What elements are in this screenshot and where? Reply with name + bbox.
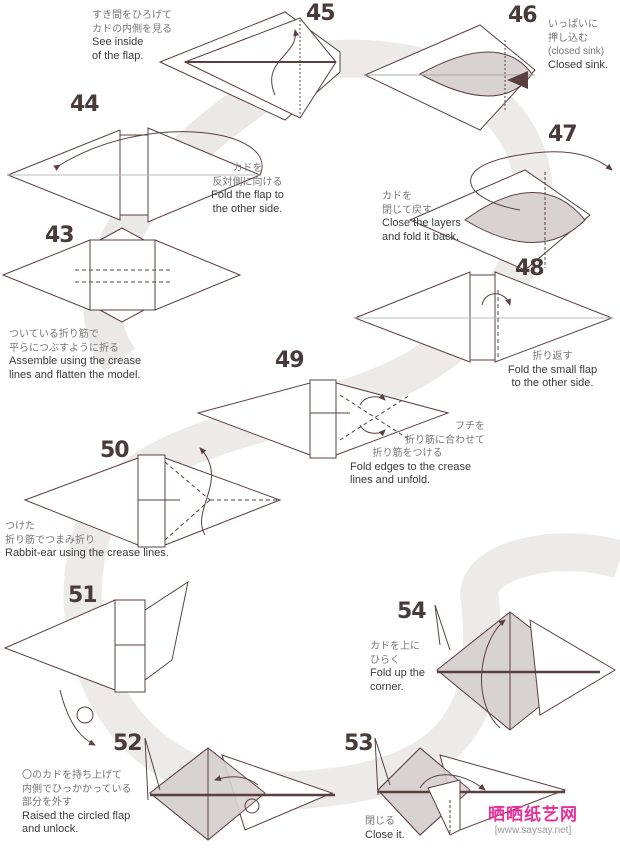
step-53-caption: 閉じる Close it. xyxy=(365,816,405,841)
step-49-diagram xyxy=(196,379,450,459)
step-43-caption: ついている折り筋で 平らにつぶすように折る Assemble using the… xyxy=(9,329,142,381)
step-52-number: 52 xyxy=(113,731,143,756)
step-46-diagram xyxy=(363,24,536,131)
step-43-number: 43 xyxy=(45,223,75,248)
watermark-url: [www.saysay.net] xyxy=(494,825,572,836)
step-45-diagram xyxy=(158,11,341,121)
step-45-number: 45 xyxy=(306,1,336,26)
step-51-number: 51 xyxy=(68,583,98,608)
step-44-caption: カドを 反対側に向ける Fold the flap to the other s… xyxy=(211,163,284,215)
step-53-number: 53 xyxy=(344,731,374,756)
step-49-caption: フチを 折り筋に合わせて 折り筋をつける Fold edges to the c… xyxy=(350,421,485,486)
step-47-number: 47 xyxy=(548,122,578,147)
step-50-caption: つけた 折り筋でつまみ折り Rabbit-ear using the creas… xyxy=(5,521,169,559)
step-46-number: 46 xyxy=(508,3,538,28)
step-48-number: 48 xyxy=(515,256,545,281)
step-52-caption: 〇のカドを持ち上げて 内側でひっかかっている 部分を外す Raised the … xyxy=(22,770,132,835)
step-49-number: 49 xyxy=(275,348,305,373)
step-44-diagram xyxy=(6,127,263,223)
step-48-caption: 折り返す Fold the small flap to the other si… xyxy=(507,351,598,389)
watermark-brand: 晒晒纸艺网 xyxy=(488,805,578,825)
step-53-diagram xyxy=(374,737,567,836)
step-46-caption: いっぱいに 押し込む (closed sink) Closed sink. xyxy=(548,19,608,71)
step-54-caption: カドを上に ひらく Fold up the corner. xyxy=(370,641,426,693)
step-48-diagram xyxy=(353,271,614,363)
step-50-diagram xyxy=(23,447,282,548)
step-54-number: 54 xyxy=(397,599,427,624)
step-54-diagram xyxy=(434,604,616,731)
step-47-caption: カドを 閉じて戻す Close the layers and fold it b… xyxy=(382,191,461,243)
step-45-caption: すき間をひろげて カドの内側を見る See inside of the flap… xyxy=(92,10,172,62)
step-47-diagram xyxy=(408,151,613,271)
step-44-number: 44 xyxy=(70,92,100,117)
step-51-diagram xyxy=(3,580,189,746)
step-50-number: 50 xyxy=(100,438,130,463)
step-52-diagram xyxy=(144,737,335,841)
watermark-logo: 晒晒纸艺网 [www.saysay.net] xyxy=(488,800,578,836)
step-43-diagram xyxy=(1,227,242,323)
